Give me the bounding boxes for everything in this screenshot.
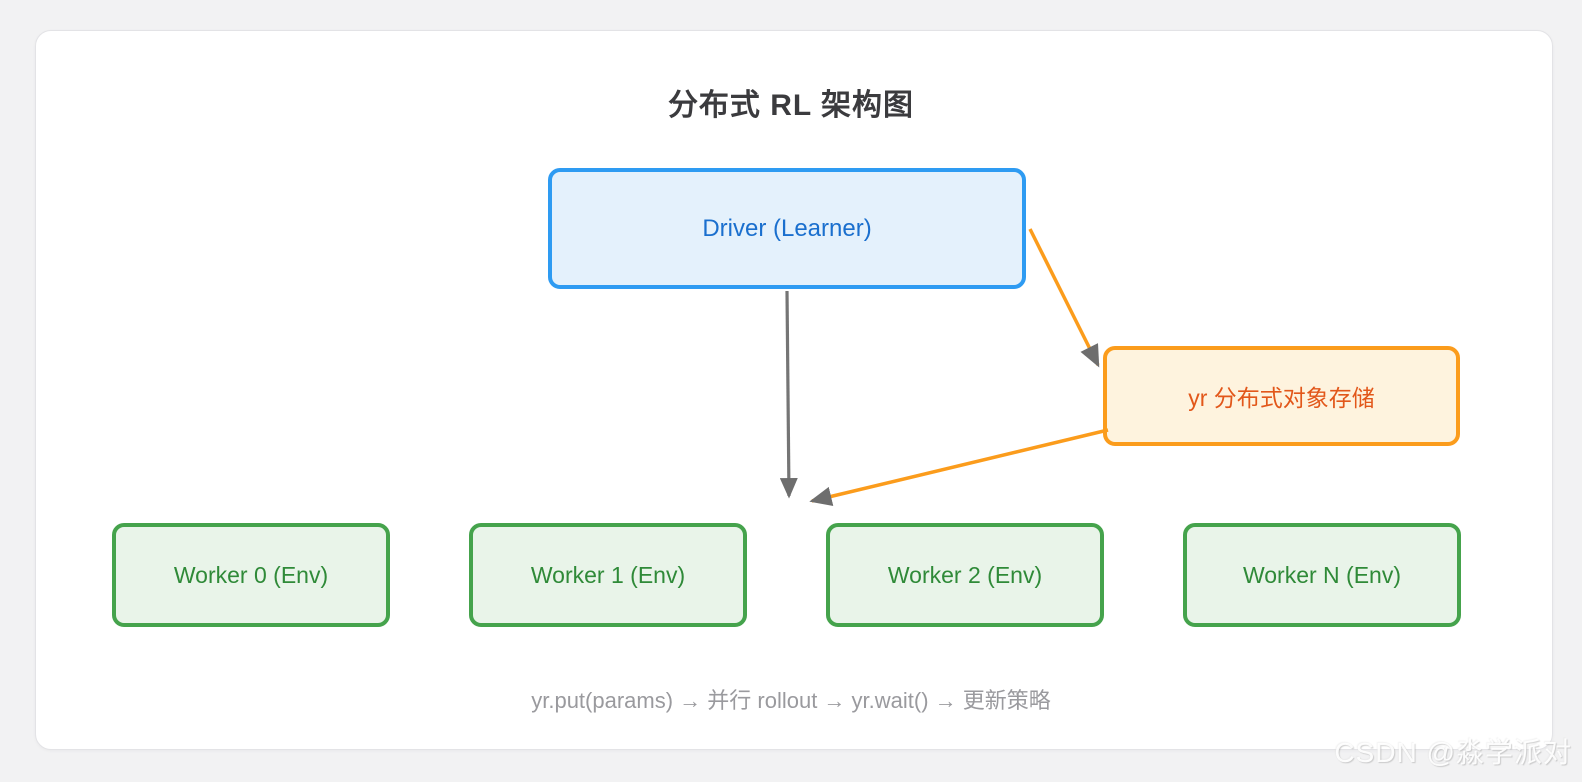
node-worker-0: Worker 0 (Env) (112, 523, 390, 627)
diagram-title: 分布式 RL 架构图 (667, 89, 915, 122)
node-store-label: yr 分布式对象存储 (1188, 385, 1375, 411)
csdn-watermark: CSDN @淼学派对 (1334, 737, 1572, 768)
node-worker-1: Worker 1 (Env) (469, 523, 747, 627)
node-worker-n: Worker N (Env) (1183, 523, 1461, 627)
node-driver-learner: Driver (Learner) (548, 168, 1026, 289)
node-distributed-object-store: yr 分布式对象存储 (1103, 346, 1460, 446)
flow-caption: yr.put(params) → 并行 rollout → yr.wait() … (531, 688, 1051, 713)
node-worker-1-label: Worker 1 (Env) (530, 561, 686, 588)
node-worker-n-label: Worker N (Env) (1242, 561, 1402, 588)
node-worker-2-label: Worker 2 (Env) (887, 561, 1043, 588)
node-worker-0-label: Worker 0 (Env) (173, 561, 329, 588)
node-driver-label: Driver (Learner) (702, 214, 872, 242)
node-worker-2: Worker 2 (Env) (826, 523, 1104, 627)
